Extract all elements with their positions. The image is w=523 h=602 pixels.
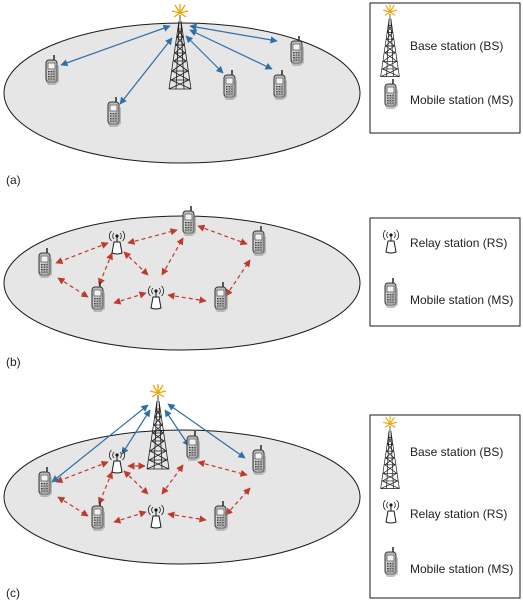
relay-link (197, 224, 248, 246)
relay-link (98, 252, 113, 286)
relay-link (161, 237, 184, 276)
panel-c: (c) Base station (BS) Relay station (RS)… (3, 383, 521, 600)
relay-links (55, 224, 251, 305)
bs-link (164, 409, 190, 447)
relay-link (113, 510, 147, 524)
panel-b: (b) Relay station (RS) Mobile station (M… (3, 205, 521, 369)
relay-link (113, 291, 147, 305)
cell-area (3, 215, 361, 351)
relay-link (127, 228, 178, 245)
legend-label: Mobile station (MS) (410, 293, 513, 307)
legend-label: Relay station (RS) (410, 236, 507, 250)
panel-a: (a) Base station (BS) Mobile station (MS… (3, 2, 521, 187)
relay-link (98, 471, 113, 505)
legend-label: Mobile station (MS) (410, 562, 513, 576)
mobile-station-icon (182, 205, 197, 237)
bs-link (60, 24, 171, 67)
bs-links (51, 403, 246, 483)
panel-label: (a) (6, 173, 21, 187)
legend-box (369, 2, 521, 134)
bs-links (60, 23, 278, 105)
bs-link (185, 35, 224, 74)
cell-area (3, 429, 361, 565)
legend-label: Relay station (RS) (410, 507, 507, 521)
relay-link (123, 251, 149, 276)
legend-label: Mobile station (MS) (410, 93, 513, 107)
relay-link (225, 259, 251, 297)
relay-link (161, 464, 184, 495)
bs-link (121, 409, 151, 455)
panel-label: (b) (6, 355, 21, 369)
relay-link (225, 487, 251, 516)
legend-label: Base station (BS) (410, 445, 503, 459)
panel-label: (c) (6, 586, 20, 600)
relay-link (123, 470, 149, 495)
relay-link (55, 241, 109, 265)
relay-link (197, 460, 248, 477)
legend-box (369, 217, 521, 327)
relay-link (57, 496, 89, 517)
legend-label: Base station (BS) (410, 39, 503, 53)
bs-link (119, 37, 173, 105)
relay-link (57, 277, 89, 298)
